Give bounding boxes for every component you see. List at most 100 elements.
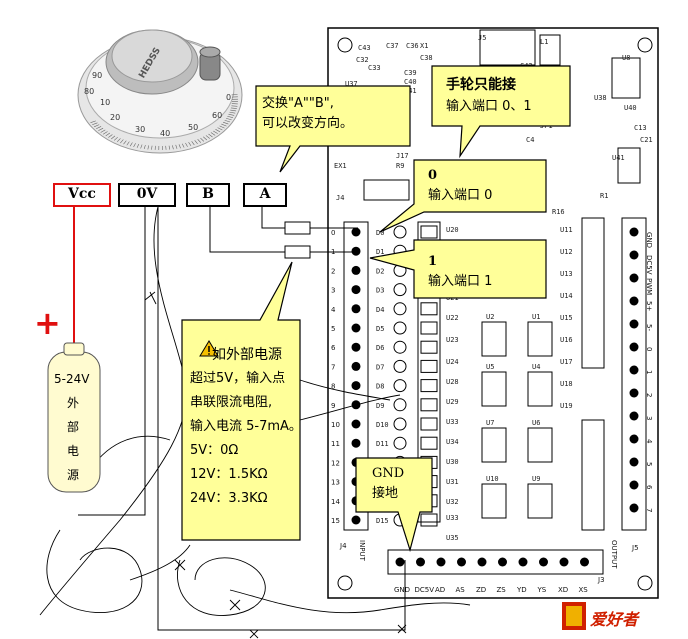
led: [393, 302, 407, 316]
site-logo: [562, 602, 586, 630]
bubble-power-line3: 输入电流 5-7mA。: [190, 419, 302, 434]
input-number: 6: [331, 344, 336, 352]
chip-label: U18: [560, 380, 573, 388]
dial-tick: [102, 131, 108, 135]
input-label: INPUT: [358, 540, 366, 562]
input-pin: [351, 246, 361, 256]
resistor: [420, 302, 438, 316]
battery-char-4: 源: [67, 468, 80, 482]
bubble-power-text: 如外部电源 超过5V，输入点 串联限流电阻, 输入电流 5-7mA。 5V：0Ω…: [190, 343, 302, 511]
terminal-vcc: Vcc: [53, 183, 111, 207]
dial-tick: [208, 133, 213, 138]
j3-pin: [580, 557, 589, 567]
j3-pin: [416, 557, 425, 567]
input-number: 13: [331, 479, 340, 487]
input-pin: [351, 515, 361, 525]
optocoupler-chip: [481, 371, 507, 407]
chip-label: U22: [446, 314, 459, 322]
output-label: DC5V: [645, 255, 653, 275]
pcb-label: R9: [396, 162, 404, 170]
dial-number: 20: [110, 113, 120, 122]
terminal-0v: 0V: [118, 183, 176, 207]
resistor: [420, 321, 438, 335]
output-label: 4: [645, 439, 653, 444]
chip-label: U28: [446, 378, 459, 386]
pcb-label: R1: [600, 192, 608, 200]
input-pin: [351, 285, 361, 295]
j3-label: AS: [456, 586, 466, 594]
dial-tick: [188, 142, 192, 147]
led: [393, 225, 407, 239]
j5-label: J5: [631, 544, 639, 552]
plus-sign: +: [34, 304, 61, 342]
resistor: [420, 513, 438, 527]
dial-number: 40: [160, 129, 170, 138]
dial-tick: [140, 144, 143, 149]
pcb-label: U8: [622, 54, 630, 62]
dial-tick: [210, 132, 216, 136]
input-pin: [351, 381, 361, 391]
input-number: 12: [331, 459, 340, 467]
j3-pin: [518, 557, 528, 567]
j3-pin: [395, 557, 405, 567]
bubble-power-title: 如外部电源: [212, 347, 282, 363]
chip-label: U13: [560, 270, 573, 278]
dial-tick: [219, 125, 225, 129]
dial-tick: [143, 144, 146, 150]
bubble-port1-text: 1 输入端口 1: [428, 252, 492, 292]
chip-label: U15: [560, 314, 573, 322]
led-label: D8: [376, 383, 384, 391]
pcb-label: C40: [404, 78, 417, 86]
pcb-label: C33: [368, 64, 381, 72]
dial-number: 10: [100, 98, 110, 107]
output-label: 7: [645, 508, 653, 512]
dial-tick: [129, 142, 133, 147]
output-pin: [629, 434, 639, 444]
chip-label: U17: [560, 358, 573, 366]
input-number: 3: [331, 287, 335, 295]
optocoupler-chip: [481, 321, 507, 357]
warning-icon: [199, 340, 219, 357]
bubble-handwheel-line2: 输入端口 0、1: [446, 99, 532, 114]
optocoupler-chip: [527, 483, 553, 519]
dial-tick: [221, 123, 227, 127]
pcb-label: EX1: [334, 162, 347, 170]
led-label: D6: [376, 344, 384, 352]
battery-voltage: 5-24V: [54, 372, 90, 386]
chip-label: U4: [532, 363, 540, 371]
j3-label: XS: [579, 586, 589, 594]
resistor: [420, 436, 438, 450]
dial-tick: [230, 109, 237, 112]
led-label: D7: [376, 363, 384, 371]
bubble-handwheel-text: 手轮只能接 输入端口 0、1: [446, 74, 532, 118]
chip-label: U14: [560, 292, 573, 300]
resistor: [420, 340, 438, 354]
led: [393, 283, 407, 297]
output-pin: [629, 250, 639, 260]
dial-tick: [194, 140, 198, 145]
chip-label: U16: [560, 336, 573, 344]
dial-number: 30: [135, 125, 145, 134]
bubble-power-line4: 5V：0Ω: [190, 443, 239, 458]
dial-tick: [231, 105, 238, 107]
bubble-port0-text: 0 输入端口 0: [428, 166, 492, 206]
chip-label: U19: [560, 402, 573, 410]
bubble-power-line5: 12V：1.5KΩ: [190, 467, 268, 482]
j3-pin: [436, 557, 446, 567]
input-number: 10: [331, 421, 340, 429]
input-pin: [351, 265, 361, 275]
dial-tick: [230, 107, 237, 109]
optocoupler-chip: [527, 321, 553, 357]
handwheel-illustration: [77, 29, 243, 154]
output-pin: [629, 480, 639, 490]
bubble-port0-line1: 0: [428, 168, 438, 183]
pcb-label: C37: [386, 42, 399, 50]
j3-label: YS: [537, 586, 547, 594]
led-label: D0: [376, 229, 384, 237]
optocoupler-chip: [481, 427, 507, 463]
bubble-power-line2: 串联限流电阻,: [190, 395, 273, 410]
dial-tick: [191, 141, 195, 146]
led-label: D2: [376, 267, 384, 275]
input-pin: [351, 227, 361, 237]
output-pin: [629, 273, 639, 283]
